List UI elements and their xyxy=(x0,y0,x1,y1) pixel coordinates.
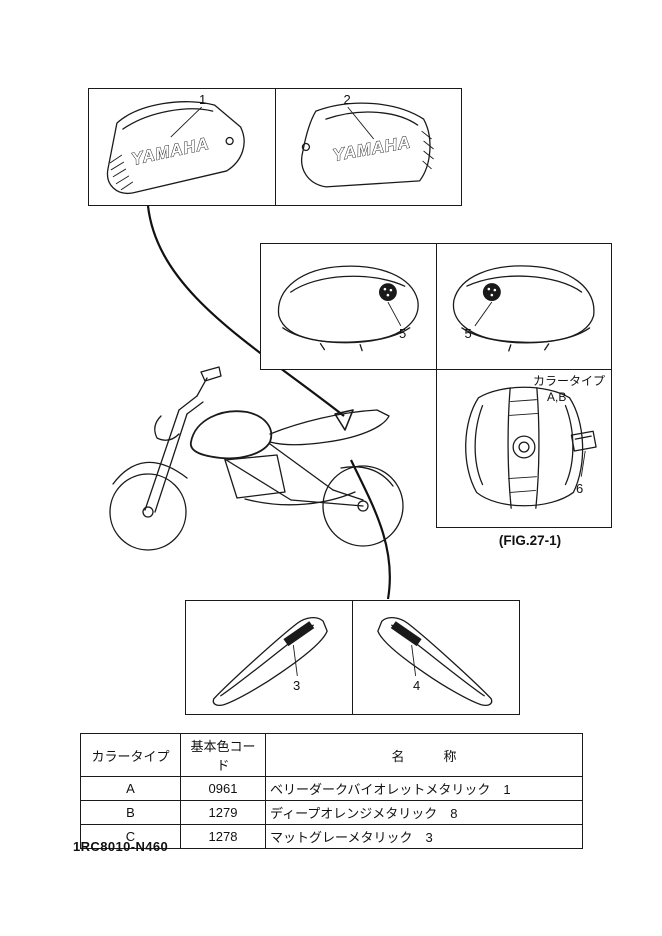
tail-cover-left-cell: 3 xyxy=(186,601,352,714)
figure-reference: (FIG.27-1) xyxy=(498,533,562,548)
color-name-cell: ベリーダークバイオレットメタリック 1 xyxy=(265,776,583,801)
color-code-cell: 1279 xyxy=(180,800,266,825)
color-type-cell: C xyxy=(80,824,181,849)
tail-cover-right-cell: 4 xyxy=(352,601,519,714)
callout-1: 1 xyxy=(199,92,207,107)
color-name-cell: マットグレーメタリック 3 xyxy=(265,824,583,849)
side-cover-left-cell: YAMAHA 1 xyxy=(89,89,275,205)
color-type-note-line1: カラータイプ xyxy=(532,374,605,388)
color-type-cell: A xyxy=(80,776,181,801)
color-type-note: カラータイプ A,B xyxy=(533,374,605,405)
callout-6: 6 xyxy=(576,481,584,496)
header-name: 名 称 xyxy=(265,733,583,777)
fuel-tank-views-box: 5 5 xyxy=(260,243,612,370)
color-table-header-row: カラータイプ 基本色コード 名 称 xyxy=(80,733,583,777)
tank-top-view-box: カラータイプ A,B xyxy=(436,369,612,528)
color-table: カラータイプ 基本色コード 名 称 A 0961 ベリーダークバイオレットメタリ… xyxy=(80,733,583,849)
part-5-left-drawing xyxy=(277,265,419,352)
yamaha-logo-text: YAMAHA xyxy=(130,134,211,169)
callout-3: 3 xyxy=(293,678,301,693)
tank-emblem-icon xyxy=(482,283,501,302)
stripe-decal xyxy=(390,621,422,647)
side-cover-right-cell: YAMAHA 2 xyxy=(274,89,462,205)
header-color-code: 基本色コード xyxy=(180,733,266,777)
table-row: C 1278 マットグレーメタリック 3 xyxy=(80,824,583,849)
part-2-drawing: YAMAHA xyxy=(300,102,434,188)
part-5-right-drawing xyxy=(452,265,595,352)
color-code-cell: 0961 xyxy=(180,776,266,801)
document-code: 1RC8010-N460 xyxy=(73,839,169,854)
side-covers-box: YAMAHA 1 YAMAHA 2 xyxy=(88,88,462,206)
color-code-cell: 1278 xyxy=(180,824,266,849)
part-3-drawing xyxy=(212,617,328,706)
part-6-drawing xyxy=(465,386,597,509)
stripe-decal xyxy=(283,621,315,647)
tail-covers-box: 3 4 xyxy=(185,600,520,715)
color-type-note-line2: A,B xyxy=(546,389,567,404)
table-row: A 0961 ベリーダークバイオレットメタリック 1 xyxy=(80,776,583,801)
callout-5-right: 5 xyxy=(464,326,472,341)
tank-left-cell: 5 xyxy=(261,244,436,369)
table-row: B 1279 ディープオレンジメタリック 8 xyxy=(80,800,583,825)
tank-right-cell: 5 xyxy=(435,244,612,369)
callout-5-left: 5 xyxy=(399,326,407,341)
motorcycle-drawing xyxy=(109,366,404,551)
header-color-type: カラータイプ xyxy=(80,733,181,777)
callout-2: 2 xyxy=(343,92,351,107)
tank-emblem-icon xyxy=(378,283,397,302)
color-name-cell: ディープオレンジメタリック 8 xyxy=(265,800,583,825)
part-1-drawing: YAMAHA xyxy=(106,101,245,195)
callout-4: 4 xyxy=(413,678,421,693)
part-4-drawing xyxy=(377,617,493,706)
color-type-cell: B xyxy=(80,800,181,825)
tank-top-cell: カラータイプ A,B xyxy=(437,370,611,527)
